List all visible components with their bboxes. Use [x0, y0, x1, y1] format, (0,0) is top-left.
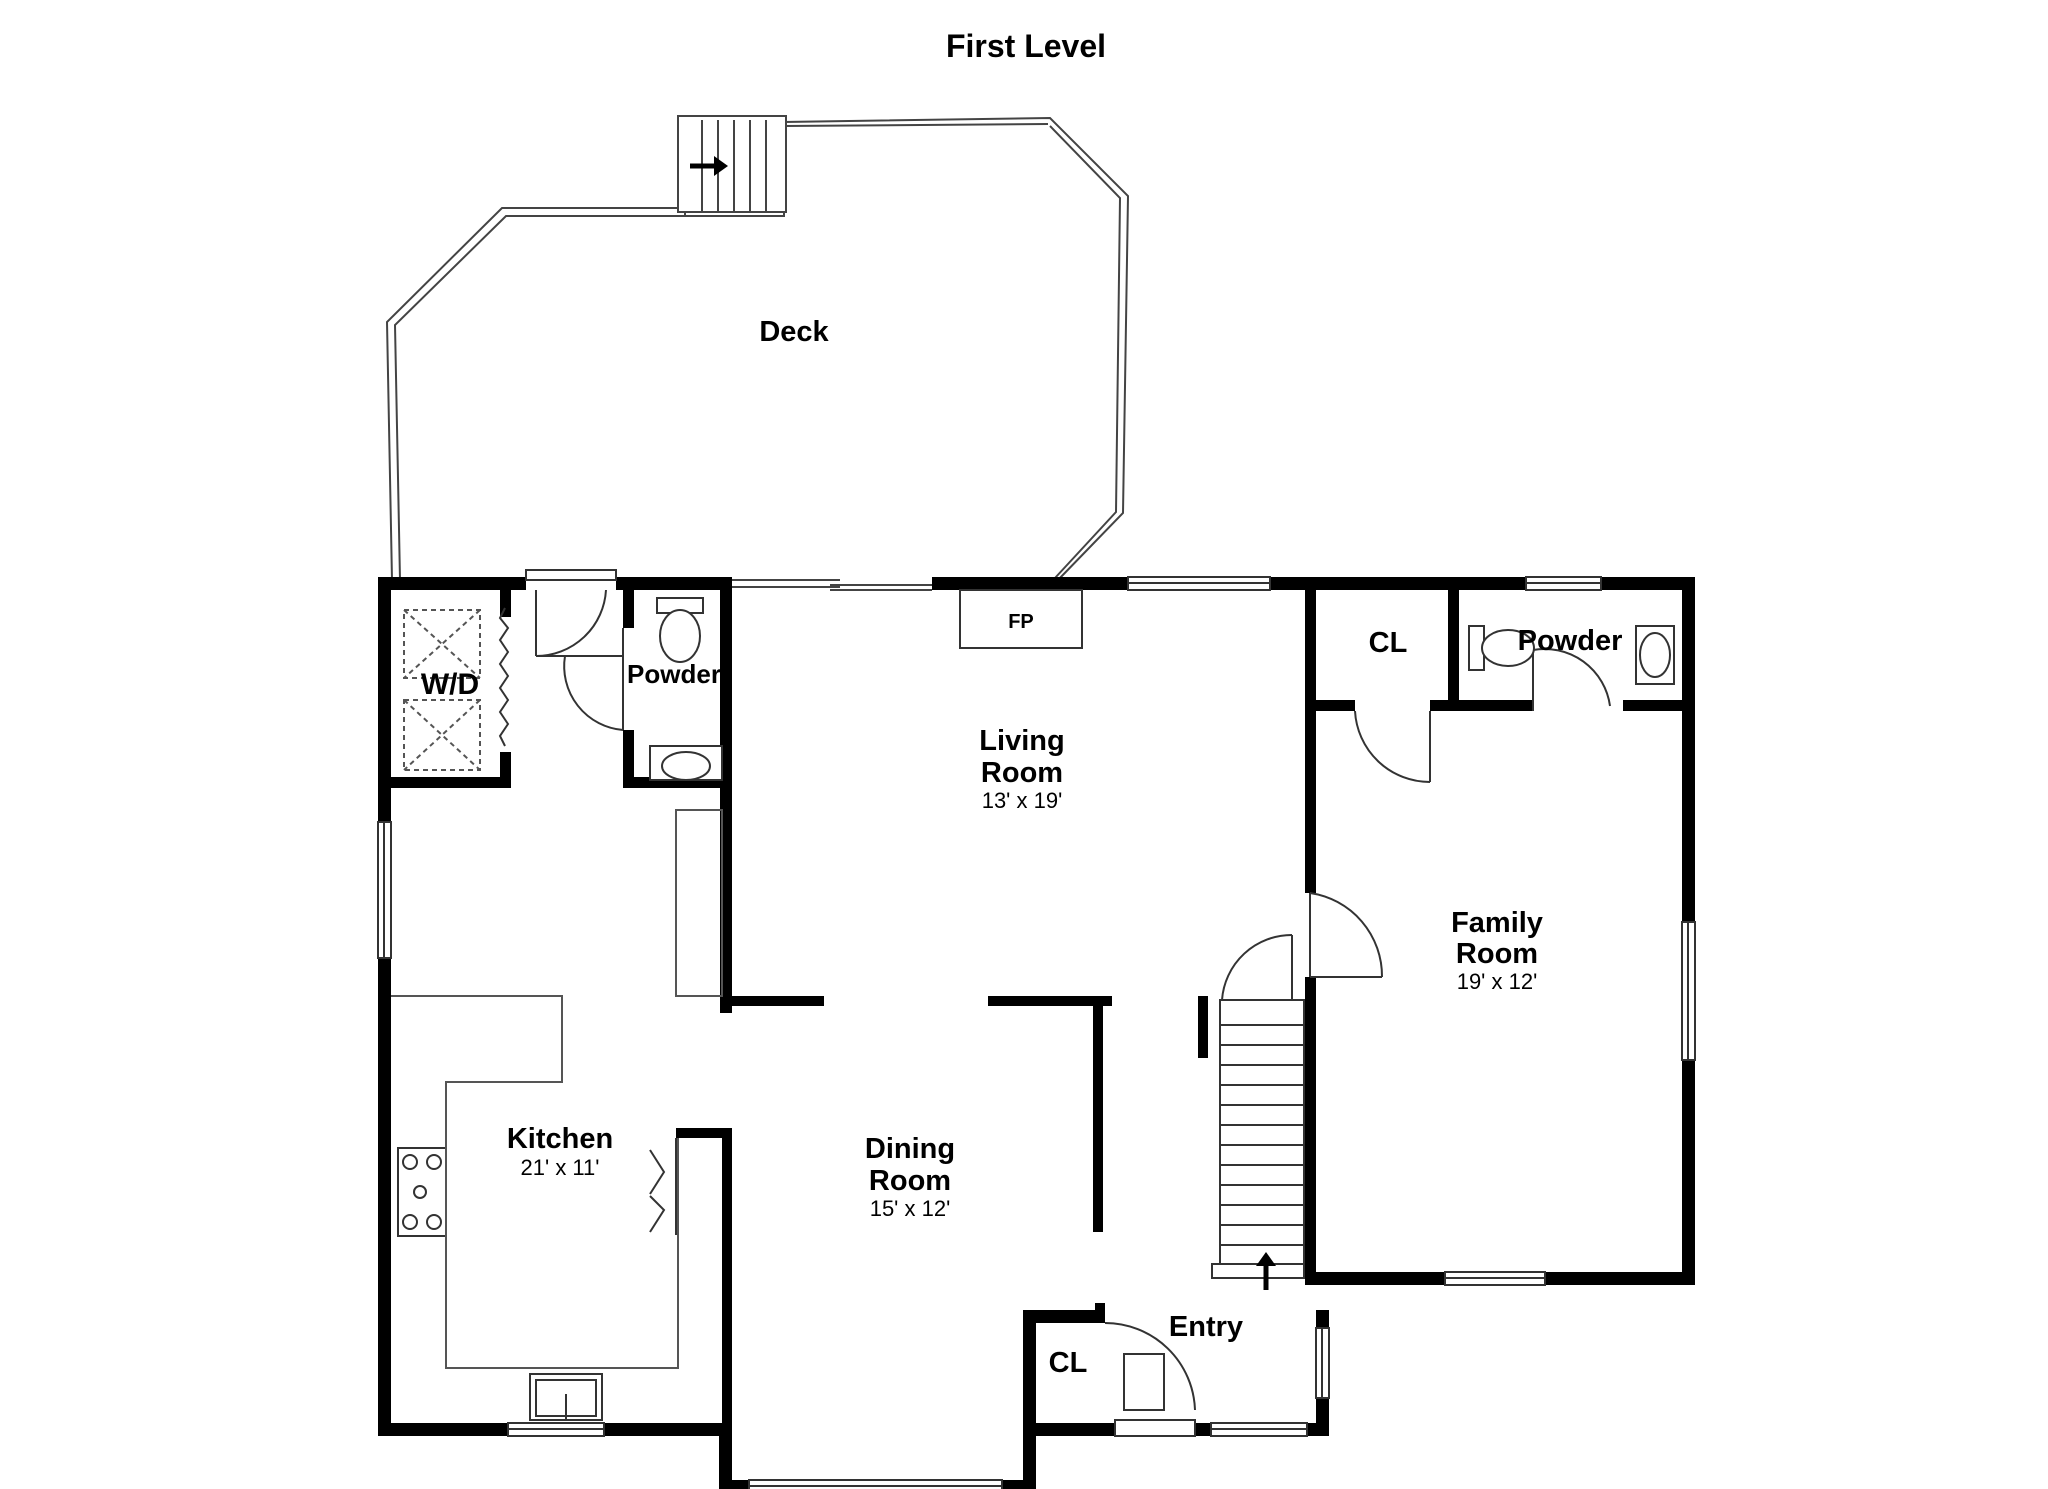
family-room-dims: 19' x 12' [1457, 969, 1538, 994]
wd-label: W/D [421, 668, 479, 701]
doors [498, 569, 1611, 1437]
toilet-icon [1468, 625, 1535, 671]
sink-icon [649, 745, 723, 781]
main-stairs [1211, 999, 1305, 1279]
toilet-icon [656, 597, 704, 663]
stove-icon [397, 1147, 447, 1237]
walls [378, 577, 1695, 1489]
living-room-label-2: Room [981, 757, 1063, 789]
windows [377, 576, 1696, 1489]
kitchen-counter [391, 809, 723, 1369]
living-room-dims: 13' x 19' [982, 788, 1063, 813]
cl-top-label: CL [1369, 627, 1408, 659]
sliding-door [732, 579, 932, 591]
entry-label: Entry [1169, 1311, 1243, 1343]
kitchen-dims: 21' x 11' [521, 1155, 600, 1180]
cl-bottom-label: CL [1049, 1347, 1088, 1379]
dining-room-label-2: Room [869, 1165, 951, 1197]
fireplace-label: FP [1008, 611, 1034, 633]
powder-left-label: Powder [627, 659, 721, 689]
deck-outline [385, 116, 1130, 581]
dining-room-dims: 15' x 12' [870, 1196, 951, 1221]
living-room-label-1: Living [979, 725, 1064, 757]
family-room-label-2: Room [1456, 938, 1538, 970]
family-room-label-1: Family [1451, 907, 1543, 939]
sink-icon [1635, 625, 1675, 685]
plan-title: First Level [946, 28, 1106, 64]
washer-dryer [403, 609, 481, 771]
deck-label: Deck [759, 316, 829, 348]
dining-room-label-1: Dining [865, 1133, 955, 1165]
kitchen-sink-icon [529, 1373, 603, 1421]
fireplace: FP [959, 589, 1083, 649]
arrow-up-icon [1256, 1252, 1276, 1290]
powder-right-label: Powder [1518, 625, 1623, 657]
kitchen-label: Kitchen [507, 1123, 613, 1155]
arrow-right-icon [690, 156, 728, 176]
